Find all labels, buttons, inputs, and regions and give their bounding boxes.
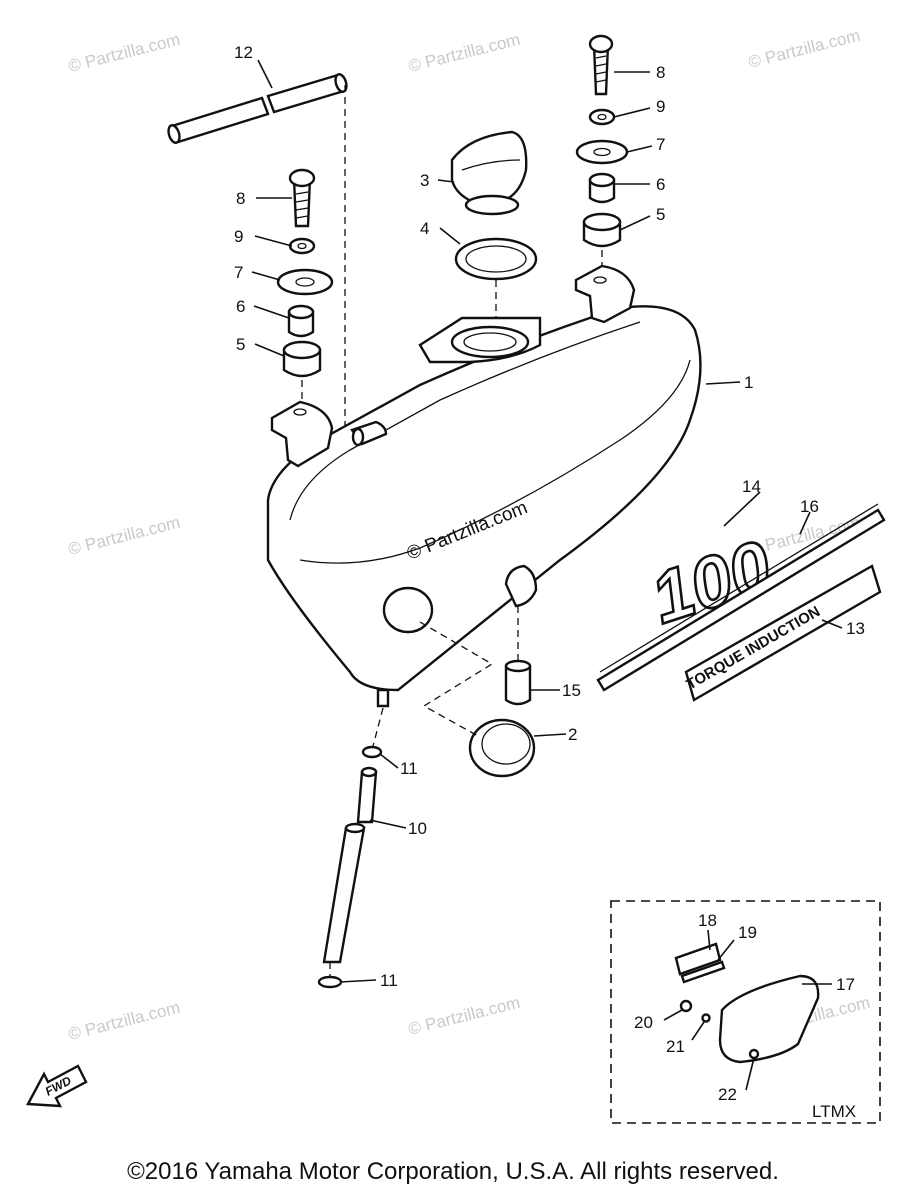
label-15: 15	[562, 681, 581, 700]
label-10: 10	[408, 819, 427, 838]
label-2: 2	[568, 725, 577, 744]
part-1-fuel-tank	[266, 264, 702, 708]
label-5-left: 5	[236, 335, 245, 354]
label-8-right: 8	[656, 63, 665, 82]
part-10-fuel-line	[322, 707, 384, 978]
ltmx-inset: LTMX	[610, 900, 881, 1124]
leader-lines	[251, 59, 843, 1091]
label-5-right: 5	[656, 205, 665, 224]
watermark: © Partzilla.com	[66, 513, 182, 559]
label-8-left: 8	[236, 189, 245, 208]
watermark: © Partzilla.com	[406, 30, 522, 76]
label-6-right: 6	[656, 175, 665, 194]
label-19: 19	[738, 923, 757, 942]
callout-labels: 12 8 9 7 6 5 3 4 8 9 7 6 5 1 14 16 13 15…	[234, 43, 865, 1104]
label-7-left: 7	[234, 263, 243, 282]
label-6-left: 6	[236, 297, 245, 316]
label-22: 22	[718, 1085, 737, 1104]
inset-label: LTMX	[812, 1102, 856, 1121]
watermark: © Partzilla.com	[746, 26, 862, 72]
label-17: 17	[836, 975, 855, 994]
copyright-notice: ©2016 Yamaha Motor Corporation, U.S.A. A…	[127, 1158, 779, 1185]
label-7-right: 7	[656, 135, 665, 154]
part-11-clips	[317, 745, 383, 989]
watermark: © Partzilla.com	[406, 993, 522, 1039]
label-1: 1	[744, 373, 753, 392]
watermark: © Partzilla.com	[66, 30, 182, 76]
label-14: 14	[742, 477, 761, 496]
label-21: 21	[666, 1037, 685, 1056]
part-2-cover	[419, 621, 536, 778]
part-3-filler-cap	[450, 130, 528, 216]
part-12-hose	[167, 73, 348, 430]
label-16: 16	[800, 497, 819, 516]
label-12: 12	[234, 43, 253, 62]
label-11-upper: 11	[400, 759, 418, 778]
label-18: 18	[698, 911, 717, 930]
left-mount-stack	[276, 168, 334, 412]
label-3: 3	[420, 171, 429, 190]
part-15-grommet	[504, 606, 532, 706]
label-9-left: 9	[234, 227, 243, 246]
label-20: 20	[634, 1013, 653, 1032]
label-9-right: 9	[656, 97, 665, 116]
label-13: 13	[846, 619, 865, 638]
part-16-stripe	[596, 503, 886, 692]
fwd-arrow: FWD	[26, 1064, 88, 1108]
part-4-gasket	[454, 237, 538, 320]
label-11-lower: 11	[380, 971, 398, 990]
watermark: © Partzilla.com	[66, 998, 182, 1044]
label-4: 4	[420, 219, 429, 238]
